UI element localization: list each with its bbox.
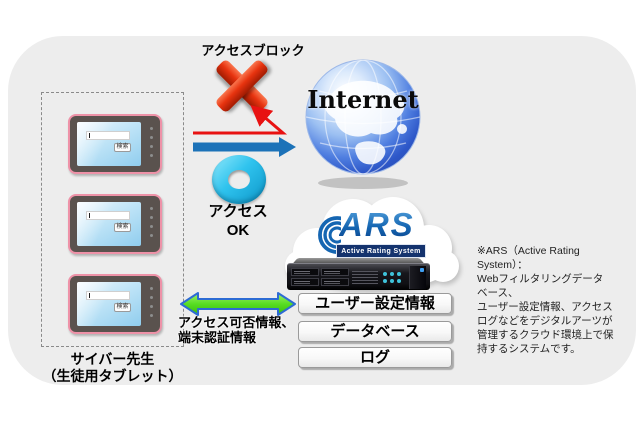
ars-description-note: ※ARS（Active Rating System）： Webフィルタリングデー…	[477, 245, 614, 355]
access-ok-label: アクセス OK	[199, 203, 277, 241]
data-box-database: データベース	[298, 321, 452, 342]
search-input	[86, 211, 130, 220]
ars-logo: ARS Active Rating System	[315, 206, 427, 260]
server-vents	[352, 270, 378, 284]
tablet-device: 検索	[68, 114, 162, 174]
sync-info-line1: アクセス可否情報、	[178, 315, 295, 330]
text-caret	[89, 213, 90, 218]
internet-globe-icon	[305, 59, 421, 189]
ring-hole	[228, 170, 250, 189]
data-box-user-settings: ユーザー設定情報	[298, 293, 452, 314]
access-ok-ring-icon	[212, 155, 266, 204]
server-side-panel	[409, 265, 426, 289]
access-block-label: アクセスブロック	[201, 43, 305, 58]
search-button: 検索	[114, 143, 131, 152]
ars-logo-text: ARS	[339, 206, 415, 243]
tablet-screen: 検索	[77, 282, 141, 326]
search-input	[86, 291, 130, 300]
sync-info-label: アクセス可否情報、 端末認証情報	[178, 315, 295, 345]
ars-logo-subtitle: Active Rating System	[336, 244, 426, 258]
sync-info-line2: 端末認証情報	[178, 329, 257, 345]
caption-line1: サイバー先生	[70, 351, 155, 367]
screen-sheen	[77, 122, 141, 166]
tablet-screen: 検索	[77, 202, 141, 246]
tablet-side-buttons	[150, 207, 153, 237]
text-caret	[89, 133, 90, 138]
tablet-side-buttons	[150, 127, 153, 157]
tablet-device: 検索	[68, 274, 162, 334]
access-ok-line2: OK	[226, 221, 250, 239]
tablet-group-caption: サイバー先生 （生徒用タブレット）	[30, 351, 195, 385]
tablet-group-border	[41, 92, 184, 347]
server-rack-icon	[287, 257, 430, 290]
internet-label: Internet	[307, 85, 419, 114]
screen-sheen	[77, 202, 141, 246]
server-power-led	[420, 267, 424, 272]
data-box-log: ログ	[298, 347, 452, 368]
tablet-screen: 検索	[77, 122, 141, 166]
caption-line2: （生徒用タブレット）	[42, 367, 183, 384]
tablet-side-buttons	[150, 287, 153, 317]
screen-sheen	[77, 282, 141, 326]
block-x-icon	[213, 57, 271, 115]
search-input	[86, 131, 130, 140]
search-button: 検索	[114, 223, 131, 232]
access-ok-line1: アクセス	[208, 203, 268, 220]
server-front-face	[287, 263, 430, 290]
search-button: 検索	[114, 303, 131, 312]
server-drive-bays	[291, 268, 349, 286]
server-leds	[383, 271, 401, 283]
text-caret	[89, 293, 90, 298]
tablet-device: 検索	[68, 194, 162, 254]
